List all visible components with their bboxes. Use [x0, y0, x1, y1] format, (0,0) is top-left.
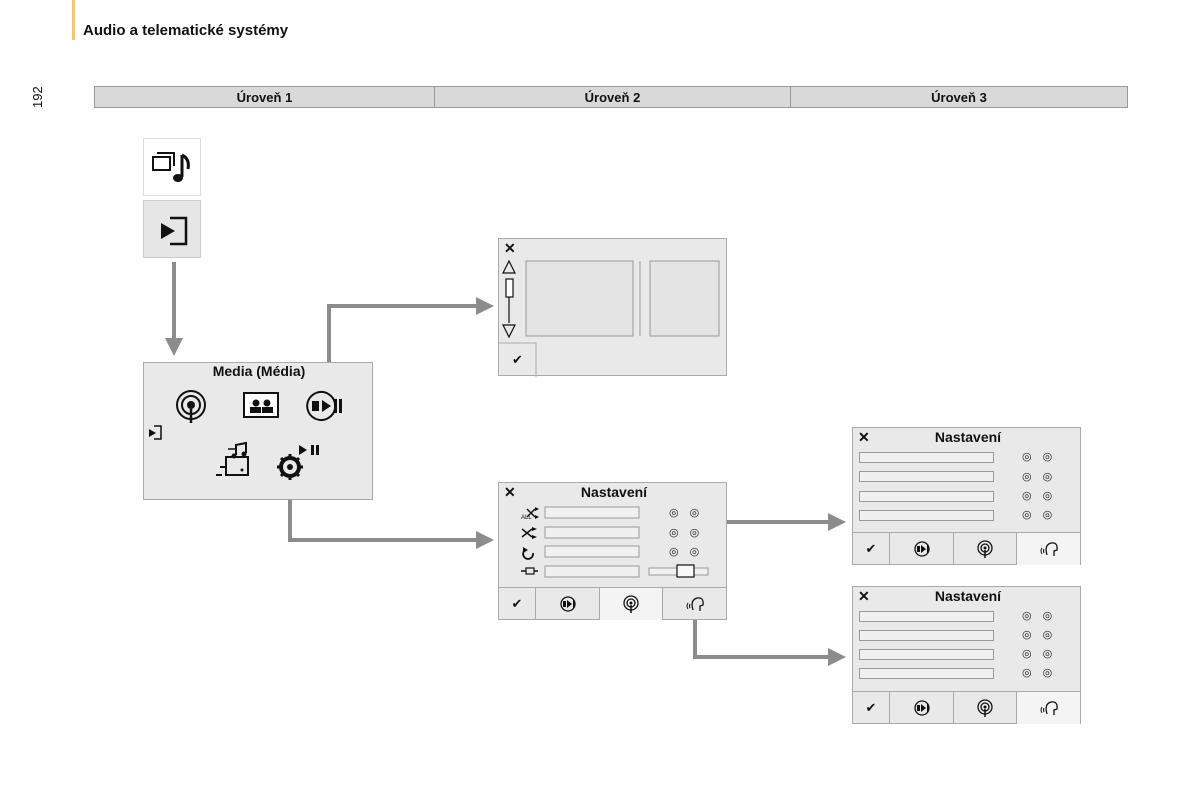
close-button[interactable]: ✕ — [504, 484, 516, 500]
field[interactable] — [859, 611, 994, 622]
field — [544, 545, 640, 558]
settings-icon[interactable] — [277, 445, 319, 480]
scroll-down-icon — [502, 324, 516, 339]
voice-command-icon — [1040, 542, 1058, 556]
radio-option-pair[interactable]: ◎ ◎ — [1022, 451, 1057, 463]
settings-button-row: ✔ — [853, 532, 1080, 565]
field — [544, 565, 640, 578]
voice-tab[interactable] — [663, 588, 726, 620]
source-small-icon[interactable] — [149, 425, 162, 440]
browser-panel: ✕ ✔ — [498, 238, 727, 377]
list-area — [525, 260, 634, 337]
radio-icon — [977, 699, 993, 717]
radio-option-pair[interactable]: ◎ ◎ — [669, 527, 704, 539]
settings-panel-title: Nastavení — [934, 429, 1002, 445]
settings-panel-title: Nastavení — [580, 484, 648, 500]
field[interactable] — [859, 491, 994, 502]
field[interactable] — [859, 668, 994, 679]
media-player-icon[interactable] — [306, 391, 342, 421]
arrow-voice-to-level3b — [693, 618, 830, 659]
radio-tab[interactable] — [954, 692, 1017, 724]
close-button[interactable]: ✕ — [858, 588, 870, 604]
slider-thumb — [676, 564, 695, 578]
level-header-row: Úroveň 1 Úroveň 2 Úroveň 3 — [94, 86, 1128, 108]
source-input-icon — [161, 216, 188, 246]
voice-tab[interactable] — [1017, 692, 1080, 724]
preview-area — [649, 260, 720, 337]
media-player-icon — [913, 700, 930, 716]
radio-option-pair[interactable]: ◎ ◎ — [1022, 648, 1057, 660]
field[interactable] — [859, 452, 994, 463]
voice-command-icon — [686, 597, 704, 611]
scrollbar-thumb — [505, 278, 514, 298]
level-2-header: Úroveň 2 — [435, 87, 791, 107]
arrowhead-right-level3b — [828, 648, 846, 666]
media-panel-icons — [149, 390, 342, 480]
field[interactable] — [859, 630, 994, 641]
radio-icon[interactable] — [176, 390, 206, 423]
source-select-button[interactable] — [143, 200, 201, 258]
header-accent-bar — [72, 0, 75, 40]
close-button[interactable]: ✕ — [858, 429, 870, 445]
arrow-media-to-browser — [327, 304, 478, 388]
arrowhead-right-level3a — [828, 513, 846, 531]
shuffle-icon — [521, 527, 537, 539]
media-player-icon — [913, 541, 930, 557]
radio-icon — [623, 595, 639, 613]
close-button[interactable]: ✕ — [504, 240, 516, 256]
voice-tab[interactable] — [1017, 533, 1080, 565]
settings-panel-level2: ✕ Nastavení ALL ◎ ◎ ◎ ◎ ◎ ◎ ✔ — [498, 482, 727, 620]
browser-panel-graphics — [499, 259, 720, 377]
confirm-button[interactable]: ✔ — [853, 692, 890, 724]
media-music-icon — [152, 152, 190, 182]
radio-tab[interactable] — [600, 588, 663, 620]
confirm-button[interactable]: ✔ — [499, 588, 536, 620]
media-panel-title: Media (Média) — [212, 363, 306, 379]
media-player-tab[interactable] — [890, 692, 954, 724]
repeat-icon — [522, 547, 534, 560]
settings-panel-level3-b: ✕ Nastavení ◎ ◎ ◎ ◎ ◎ ◎ ◎ ◎ ✔ — [852, 586, 1081, 724]
media-player-tab[interactable] — [536, 588, 600, 620]
field — [544, 526, 640, 539]
field — [544, 506, 640, 519]
field[interactable] — [859, 471, 994, 482]
shuffle-all-icon: ALL — [521, 507, 539, 521]
radio-option-pair[interactable]: ◎ ◎ — [1022, 490, 1057, 502]
radio-option-pair[interactable]: ◎ ◎ — [669, 507, 704, 519]
svg-text:ALL: ALL — [521, 515, 532, 521]
confirm-button[interactable]: ✔ — [853, 533, 890, 565]
radio-option-pair[interactable]: ◎ ◎ — [1022, 667, 1057, 679]
settings-panel-level3-a: ✕ Nastavení ◎ ◎ ◎ ◎ ◎ ◎ ◎ ◎ ✔ — [852, 427, 1081, 565]
media-player-tab[interactable] — [890, 533, 954, 565]
media-source-button[interactable] — [143, 138, 201, 196]
settings-panel-title: Nastavení — [934, 588, 1002, 604]
media-panel: Media (Média) — [143, 362, 373, 500]
level-1-header: Úroveň 1 — [95, 87, 435, 107]
radio-icon — [977, 540, 993, 558]
radio-option-pair[interactable]: ◎ ◎ — [669, 546, 704, 558]
radio-option-pair[interactable]: ◎ ◎ — [1022, 629, 1057, 641]
arrowhead-down — [165, 338, 183, 356]
aux-jack-icon — [521, 567, 538, 575]
scroll-up-icon — [502, 259, 516, 274]
confirm-button[interactable]: ✔ — [512, 351, 523, 367]
radio-option-pair[interactable]: ◎ ◎ — [1022, 471, 1057, 483]
voice-command-icon — [1040, 701, 1058, 715]
radio-tab[interactable] — [954, 533, 1017, 565]
field[interactable] — [859, 649, 994, 660]
level-3-header: Úroveň 3 — [931, 90, 987, 105]
radio-option-pair[interactable]: ◎ ◎ — [1022, 610, 1057, 622]
field[interactable] — [859, 510, 994, 521]
settings-button-row: ✔ — [499, 587, 726, 620]
arrowhead-right-level2 — [476, 531, 494, 549]
settings-button-row: ✔ — [853, 691, 1080, 724]
media-player-icon — [559, 596, 576, 612]
radio-option-pair[interactable]: ◎ ◎ — [1022, 509, 1057, 521]
music-library-icon[interactable] — [216, 441, 249, 476]
photos-icon[interactable] — [243, 392, 279, 418]
arrowhead-right-browser — [476, 297, 494, 315]
page-header-title: Audio a telematické systémy — [83, 22, 289, 39]
settings-rows-icons: ALL — [521, 506, 709, 578]
